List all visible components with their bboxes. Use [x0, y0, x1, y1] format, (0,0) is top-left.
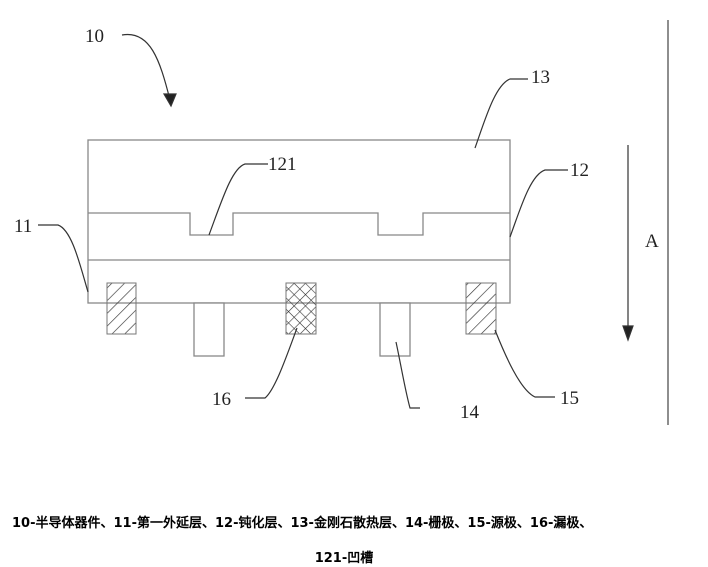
passivation-layer-12 — [88, 212, 510, 236]
leader-14 — [395, 341, 420, 409]
leader-13 — [474, 78, 528, 149]
leader-11 — [38, 224, 89, 293]
diamond-layer-13 — [87, 139, 511, 304]
leader-16 — [245, 327, 298, 399]
label-10: 10 — [85, 26, 104, 47]
label-16: 16 — [212, 389, 231, 410]
source-15a — [106, 282, 137, 335]
label-121: 121 — [268, 154, 297, 175]
label-11: 11 — [14, 216, 32, 237]
label-14: 14 — [460, 402, 480, 423]
source-15b — [465, 282, 497, 335]
leader-12 — [509, 169, 568, 238]
label-A: A — [645, 231, 659, 252]
leader-15 — [494, 329, 555, 398]
caption-line-1: 10-半导体器件、11-第一外延层、12-钝化层、13-金刚石散热层、14-栅极… — [12, 516, 593, 531]
drain-16 — [285, 282, 317, 335]
caption-line-2: 121-凹槽 — [314, 551, 374, 566]
gate-14a — [193, 302, 225, 357]
label-12: 12 — [570, 160, 589, 181]
label-15: 15 — [560, 388, 579, 409]
gate-14b — [379, 302, 411, 357]
label-13: 13 — [531, 67, 550, 88]
leader-121 — [208, 163, 268, 236]
leader-10 — [121, 33, 171, 101]
